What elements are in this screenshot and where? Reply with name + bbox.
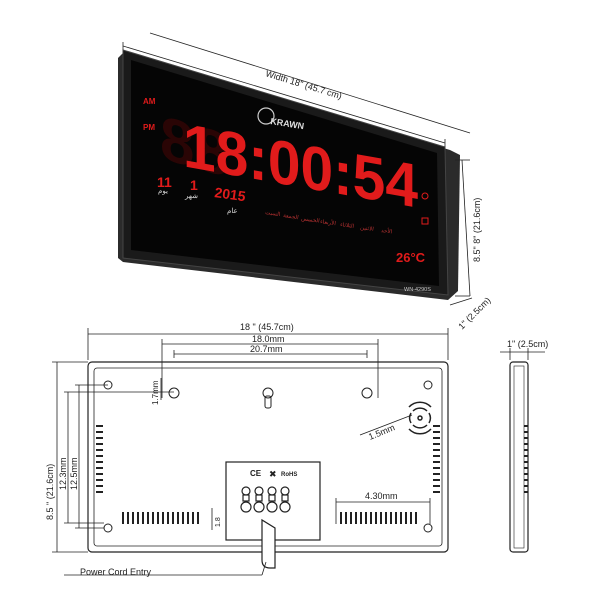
year-value: 2015 [214,184,247,204]
day-label: يوم [158,188,168,195]
hole-spacing-b-label: 20.7mm [250,344,283,354]
vent-bottom-left [122,512,199,524]
back-dimensions [52,328,449,576]
screw-hole [423,523,433,533]
vent-width-label: 4.30mm [365,491,398,501]
pm-label: PM [143,123,155,132]
control-button-foot [253,501,265,513]
vent-right [433,425,440,493]
vent-left [96,425,103,493]
power-cord [261,518,276,569]
speaker-grille [408,401,432,435]
month-label: شهر [184,193,198,200]
keyhole-hanger [262,387,274,409]
clock-face [131,60,439,286]
ce-mark: CE [250,469,262,478]
recycle-bin-icon: ✖ [269,469,277,479]
vent-bottom-right [340,512,417,524]
control-button-foot [266,501,278,513]
control-button-foot [279,501,291,513]
control-button-foot [240,501,252,513]
year-label: عام [227,207,238,215]
power-cord-label: Power Cord Entry [80,567,152,577]
cert-marks: CE ✖ RoHS [250,469,297,479]
weekday: الأحد [381,225,394,236]
weekday-row: السبت الجمعة الخميس الأربعاء الثلاثاء ال… [265,209,394,236]
back-view: CE ✖ RoHS [87,361,449,569]
model-number: WN-4290S [404,287,431,293]
front-dimensions [122,32,473,306]
back-width-label: 18 " (45.7cm) [240,322,294,332]
front-depth-label: 1" (2.5cm) [456,295,492,331]
temperature-value: 26°C [396,250,426,265]
side-view [500,348,545,553]
side-depth-label: 1" (2.5cm) [507,339,548,349]
hole-spacing-a-label: 18.0mm [252,334,285,344]
weekday: الخميس [301,215,321,225]
control-buttons [240,486,291,513]
rohs-mark: RoHS [281,472,297,478]
mounting-hole [361,387,373,399]
control-button [241,486,251,496]
weekday: الجمعة [283,212,300,221]
mounting-hole [168,387,180,399]
am-label: AM [143,97,156,106]
weekday: السبت [265,209,281,218]
weekday: الأربعاء [320,216,337,227]
control-button [280,486,290,496]
weekday: الاثنين [360,224,375,233]
day-value: 11 [157,174,172,190]
control-button [267,486,277,496]
side-vents [524,425,528,493]
back-height-label: 8.5 " (21.6cm) [45,464,55,520]
inner-a-label: 12.3mm [58,457,68,490]
calendar-icon [421,217,429,225]
front-view: AM PM 88 18:00:54 KRAWN 11 يوم 1 شهر 201… [118,49,460,300]
small-gap-label: 1.8 [215,517,222,527]
alarm-icon [421,192,429,200]
inner-b-label: 12.5mm [69,457,79,490]
screw-hole [423,380,433,390]
weekday: الثلاثاء [340,221,355,230]
front-height-label: 8.5" 8" (21.6cm) [472,198,482,262]
control-button [254,486,264,496]
month-value: 1 [190,177,198,193]
top-offset-label: 1.7mm [151,380,160,405]
